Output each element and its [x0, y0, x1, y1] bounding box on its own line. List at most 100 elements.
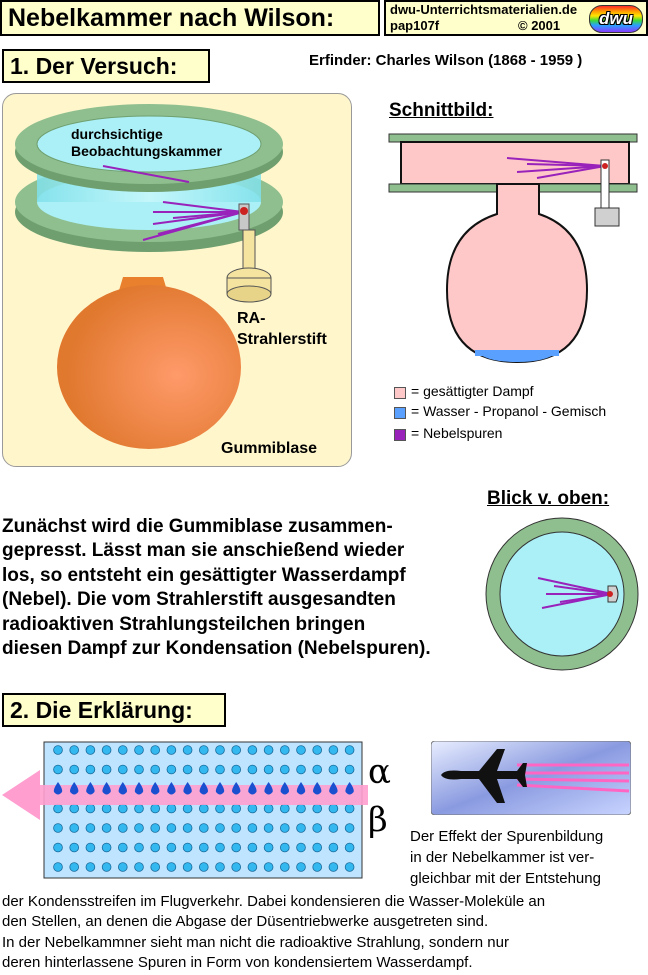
condensed-droplets [53, 782, 354, 795]
water-molecule [231, 764, 242, 775]
water-molecule [166, 803, 177, 814]
legend-vapor: = gesättigter Dampf [411, 383, 534, 399]
water-molecule [118, 842, 128, 853]
water-molecule [279, 764, 290, 775]
side-text-line-3: gleichbar mit der Entstehung [410, 870, 601, 887]
water-molecule [53, 842, 63, 853]
water-molecule [263, 842, 274, 853]
water-molecule [279, 823, 290, 833]
water-molecule [182, 745, 193, 755]
explanation-line-2: gepresst. Lässt man sie anschießend wied… [2, 540, 405, 562]
side-text-line-1: Der Effekt der Spurenbildung [410, 828, 604, 845]
water-droplet [248, 782, 257, 795]
water-molecule [263, 803, 274, 814]
water-molecule [85, 823, 96, 833]
water-molecule [279, 862, 290, 872]
water-molecule [69, 745, 79, 755]
water-molecule [215, 862, 225, 872]
water-droplet [329, 782, 338, 795]
water-molecule [182, 842, 193, 853]
water-molecule [312, 803, 323, 814]
water-molecule [344, 842, 355, 853]
water-molecule [150, 842, 161, 853]
water-molecule [296, 745, 306, 755]
water-droplet [118, 782, 127, 795]
water-molecule [344, 764, 355, 775]
water-molecule [101, 823, 112, 833]
water-molecule [150, 764, 161, 775]
water-molecule [199, 842, 209, 853]
water-molecule [279, 745, 290, 755]
water-molecule [69, 803, 79, 814]
water-molecule [263, 745, 274, 755]
water-molecule [150, 803, 161, 814]
water-molecule [199, 803, 209, 814]
bottom-text-line-4: deren hinterlassene Spuren in Form von k… [2, 954, 473, 971]
alpha-symbol: α [368, 752, 391, 792]
water-molecule [166, 862, 177, 872]
water-molecule [118, 823, 128, 833]
water-molecule [328, 842, 339, 853]
explanation-line-5: radioaktiven Strahlungsteilchen bringen [2, 613, 366, 635]
brand-url[interactable]: dwu-Unterrichtsmaterialien.de [390, 2, 578, 17]
logo-text: dwu [599, 9, 633, 28]
apparatus-illustration [15, 104, 283, 449]
water-molecule [344, 823, 355, 833]
fog-tracks [142, 201, 244, 241]
water-molecule [344, 745, 355, 755]
legend-swatch-liquid [394, 407, 406, 419]
water-molecule [199, 862, 209, 872]
water-molecule [85, 764, 96, 775]
water-molecule [312, 823, 323, 833]
water-molecule [166, 764, 177, 775]
water-molecule [328, 764, 339, 775]
vapor-molecules [53, 745, 355, 872]
bulb-label: Gummiblase [221, 440, 318, 457]
water-molecule [328, 745, 339, 755]
legend-liquid: = Wasser - Propanol - Gemisch [411, 403, 607, 419]
droplet-grid-illustration [2, 741, 368, 879]
section1-heading: 1. Der Versuch: [2, 49, 210, 83]
water-molecule [199, 823, 209, 833]
water-molecule [166, 823, 177, 833]
legend-swatch-vapor [394, 387, 406, 399]
rubber-bulb [57, 285, 241, 449]
water-droplet [53, 782, 63, 795]
water-molecule [215, 803, 225, 814]
water-molecule [53, 823, 63, 833]
water-molecule [215, 842, 225, 853]
contrails [516, 763, 630, 793]
water-droplet [296, 782, 306, 795]
water-molecule [166, 842, 177, 853]
water-droplet [70, 782, 79, 795]
water-molecule [312, 764, 323, 775]
water-molecule [312, 862, 323, 872]
document-code: pap107f [390, 18, 440, 33]
water-molecule [296, 862, 306, 872]
beam-arrow [2, 770, 40, 820]
water-molecule [231, 803, 242, 814]
water-molecule [231, 842, 242, 853]
dwu-logo: dwu [589, 5, 643, 33]
water-molecule [247, 823, 258, 833]
source-label-line2: Strahlerstift [237, 331, 327, 348]
cross-section-tracks [506, 157, 606, 179]
water-molecule [134, 862, 144, 872]
water-droplet [313, 782, 322, 795]
water-molecule [296, 842, 306, 853]
water-molecule [134, 842, 144, 853]
water-molecule [247, 745, 258, 755]
water-droplet [215, 782, 225, 795]
water-molecule [118, 803, 128, 814]
water-molecule [199, 764, 209, 775]
section2-heading: 2. Die Erklärung: [2, 693, 226, 727]
water-droplet [151, 782, 160, 795]
water-molecule [344, 803, 355, 814]
beta-symbol: β [368, 800, 388, 840]
explanation-line-4: (Nebel). Die vom Strahlerstift ausgesand… [2, 589, 396, 611]
water-droplet [183, 782, 192, 795]
top-view-tracks [537, 577, 613, 609]
water-molecule [101, 745, 112, 755]
water-molecule [296, 803, 306, 814]
water-droplet [345, 782, 354, 795]
